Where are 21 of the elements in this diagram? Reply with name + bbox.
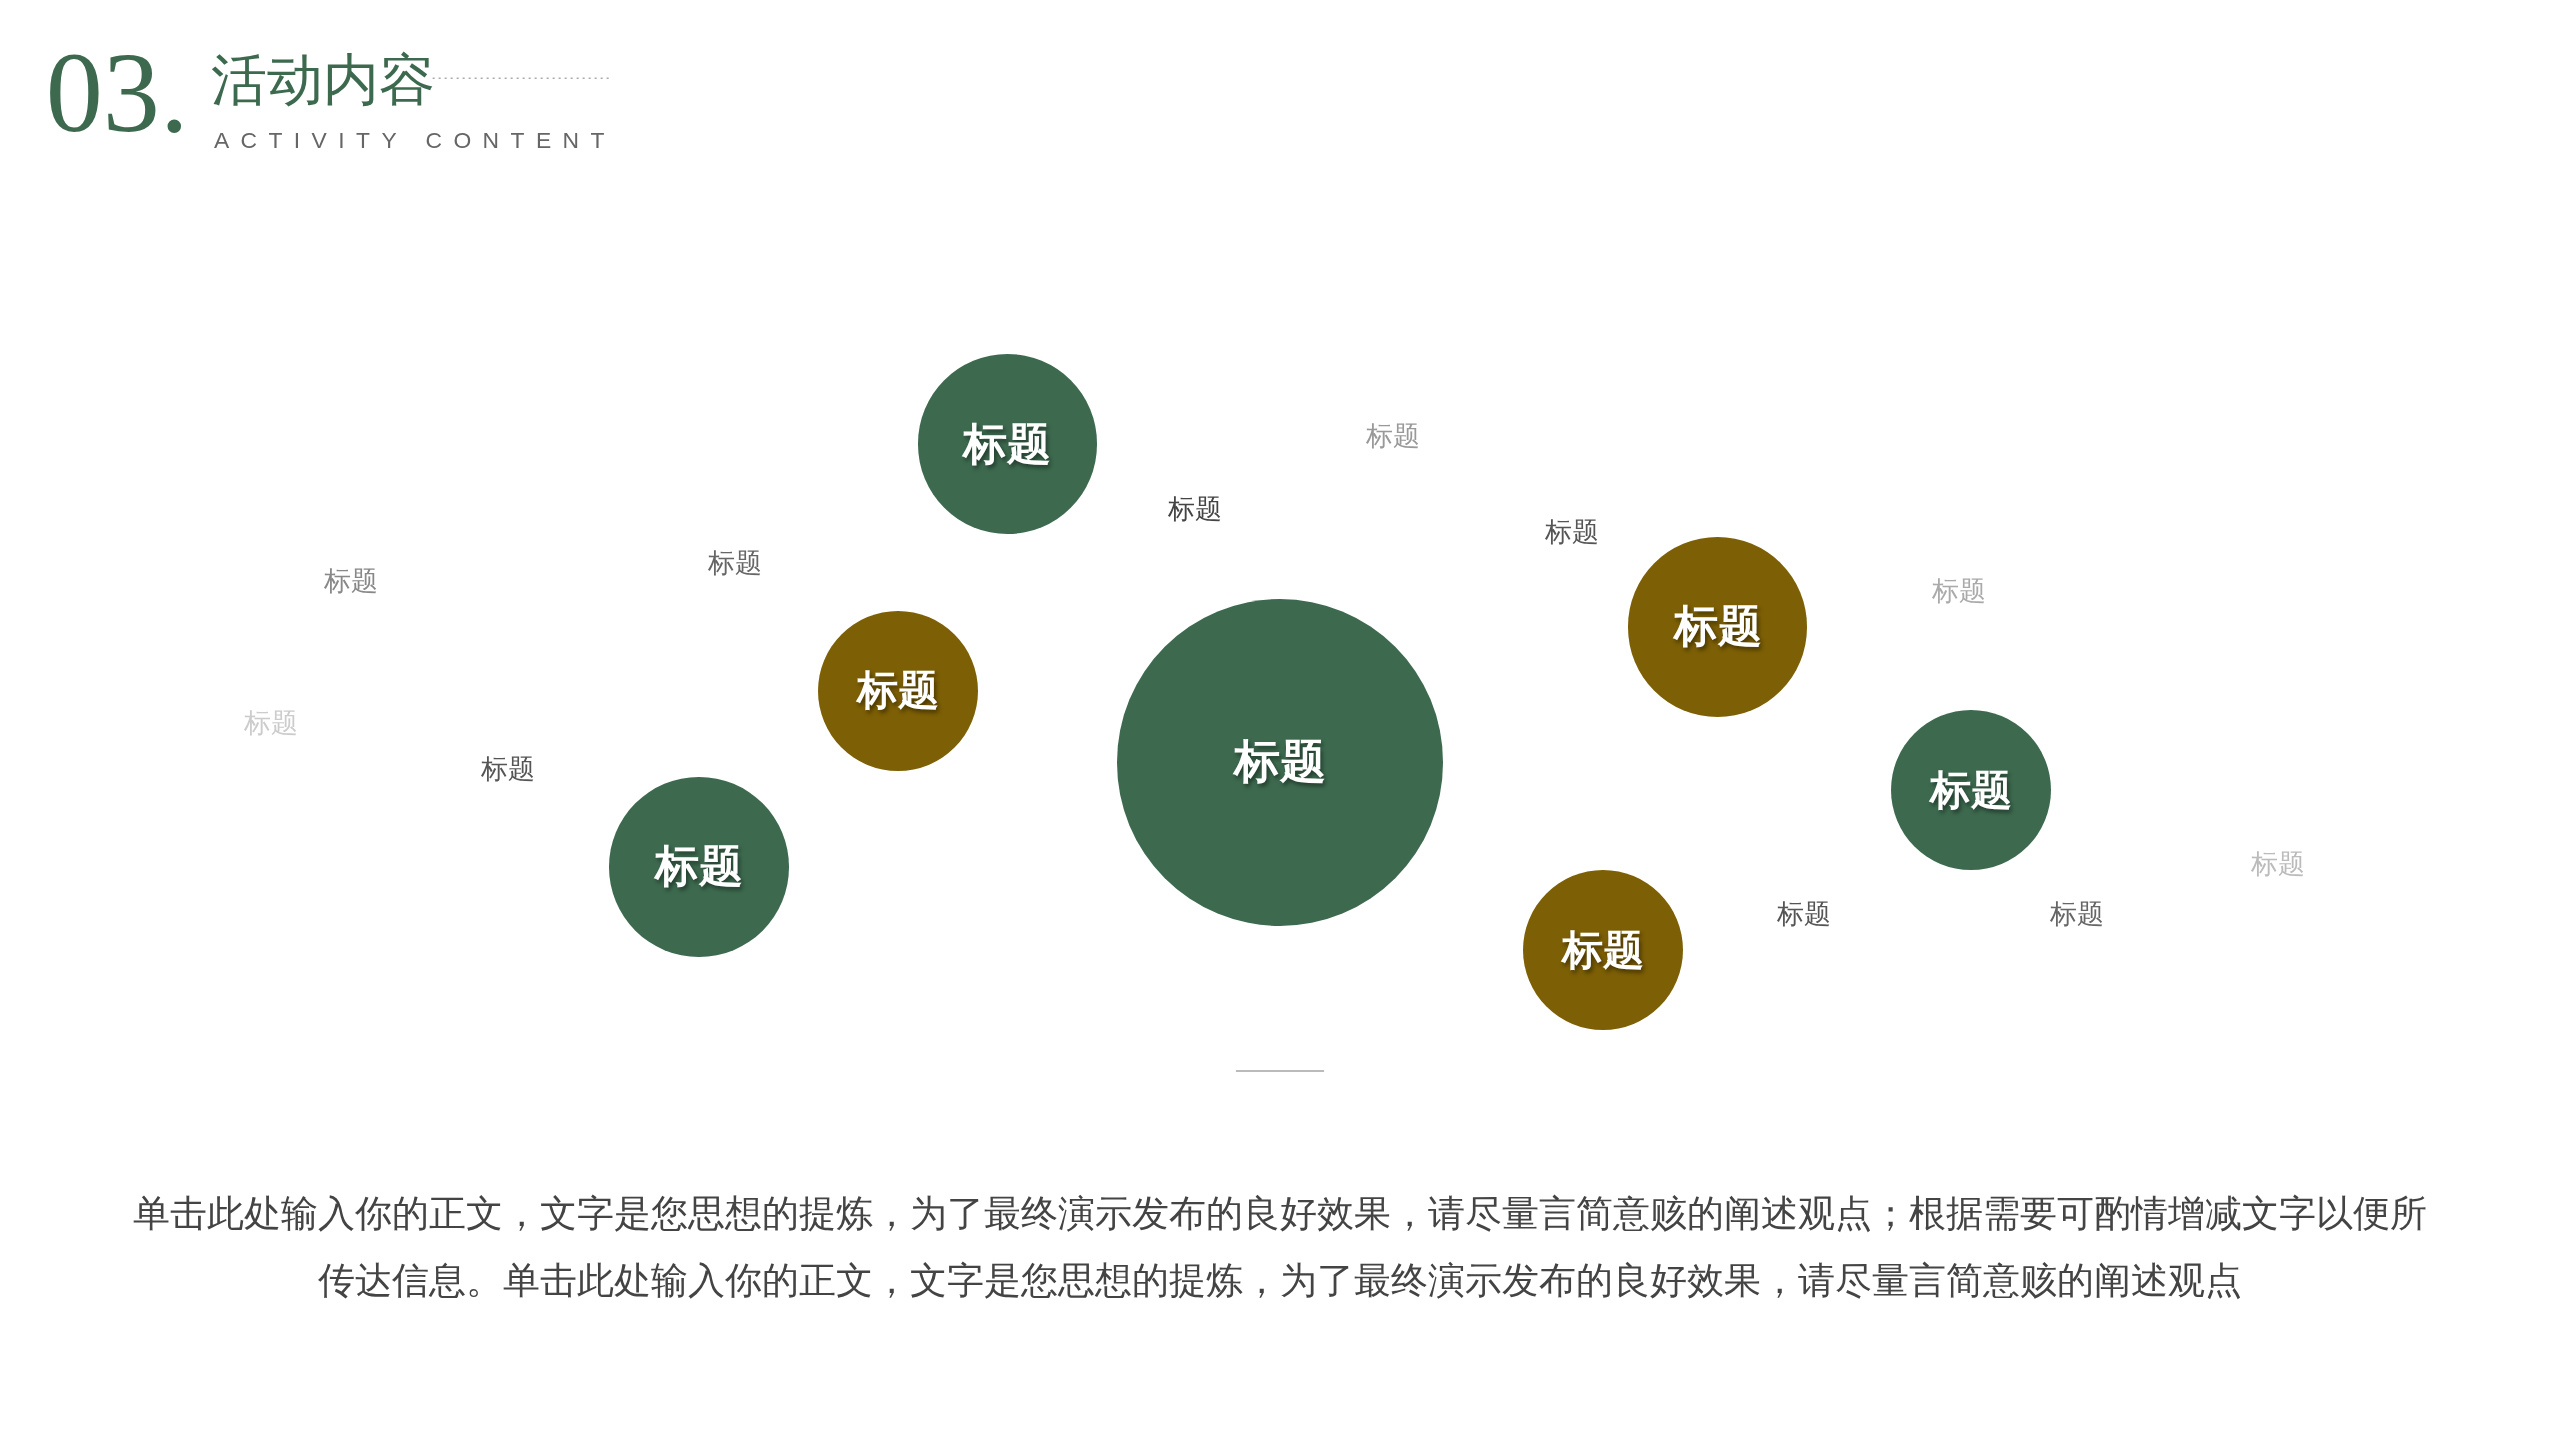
floating-label: 标题 (1932, 575, 1987, 608)
circle-label: 标题 (654, 840, 743, 893)
subtitle: ACTIVITY CONTENT (213, 128, 616, 152)
floating-label: 标题 (2049, 898, 2104, 932)
body-text: 单击此处输入你的正文，文字是您思想的提炼，为了最终演示发布的良好效果，请尽量言简意赅的阐述观点；根据需要可酌情增减文字以便所传达信息。单击此处输入你的正文，文字是您思想的提炼，为了最终演示发布的良好效果，请尽量言简意赅的阐述观点 (132, 1192, 2428, 1304)
circle-label: 标题 (1234, 735, 1326, 790)
circle-label: 标题 (1562, 925, 1645, 975)
floating-label: 标题 (707, 547, 762, 581)
circle-label: 标题 (856, 666, 939, 716)
floating-label: 标题 (1777, 898, 1832, 932)
circle-label: 标题 (1673, 600, 1762, 653)
floating-label: 标题 (2250, 847, 2305, 881)
title: 活动内容 (210, 48, 435, 111)
circle-label: 标题 (963, 417, 1052, 470)
floating-label: 标题 (1545, 516, 1600, 550)
section-number: 03. (45, 35, 189, 151)
floating-label: 标题 (1168, 493, 1223, 527)
floating-label: 标题 (480, 752, 535, 786)
circle-label: 标题 (1929, 765, 2012, 815)
floating-label: 标题 (1365, 419, 1420, 453)
floating-label: 标题 (324, 565, 378, 599)
